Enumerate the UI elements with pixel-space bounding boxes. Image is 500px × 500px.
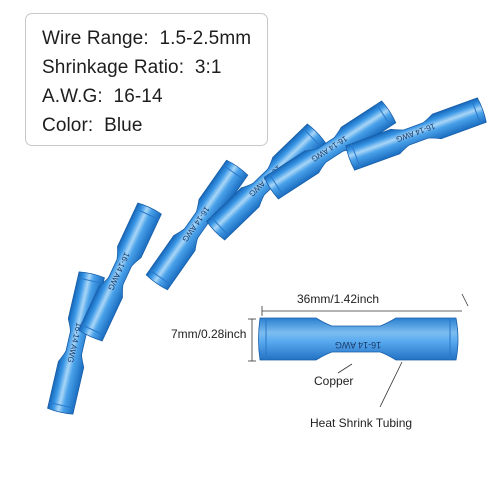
length-label: 36mm/1.42inch <box>297 292 380 306</box>
copper-leader-line <box>337 363 353 374</box>
dimension-connector: 16-14 AWG <box>258 317 459 361</box>
spec-value: 16-14 <box>113 86 163 107</box>
spec-label: Shrinkage Ratio: <box>42 57 185 78</box>
spec-value: Blue <box>104 115 143 136</box>
connector-print: 16-14 AWG <box>335 340 381 350</box>
copper-label: Copper <box>314 374 354 388</box>
spec-label: A.W.G: <box>42 86 103 107</box>
spec-color: Color: Blue <box>42 115 143 137</box>
tubing-leader-line <box>379 361 403 408</box>
spec-label: Wire Range: <box>42 28 149 49</box>
spec-value: 3:1 <box>194 57 222 78</box>
spec-wire-range: Wire Range: 1.5-2.5mm <box>42 28 251 50</box>
connector-1: 16-14 AWG <box>46 270 106 416</box>
spec-awg: A.W.G: 16-14 <box>42 86 163 108</box>
diameter-label: 7mm/0.28inch <box>171 327 247 341</box>
spec-card: Wire Range: 1.5-2.5mm Shrinkage Ratio: 3… <box>25 13 268 146</box>
tubing-label: Heat Shrink Tubing <box>310 416 413 430</box>
spec-value: 1.5-2.5mm <box>159 28 252 49</box>
spec-shrinkage-ratio: Shrinkage Ratio: 3:1 <box>42 57 222 79</box>
spec-label: Color: <box>42 115 94 136</box>
